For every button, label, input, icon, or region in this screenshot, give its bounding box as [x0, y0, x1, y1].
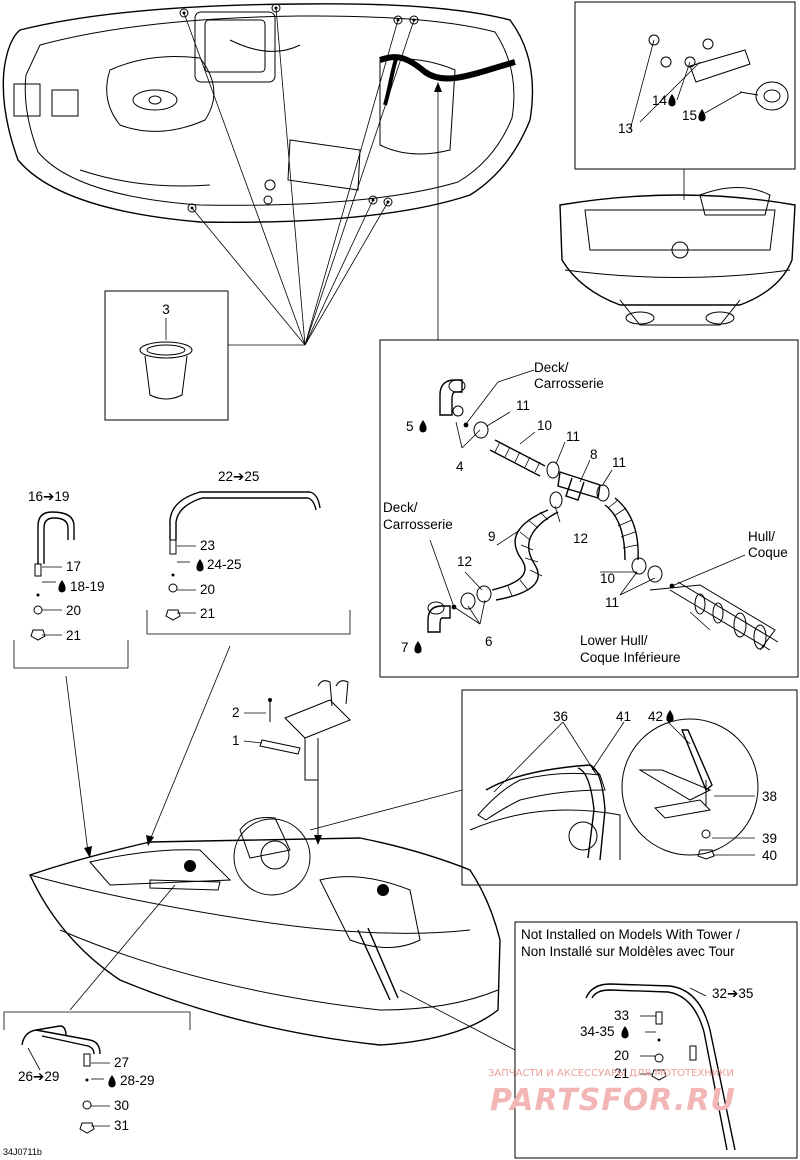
callout-16-19: 16➔19 — [28, 489, 69, 504]
callout-21-b: 21 — [200, 606, 215, 621]
callout-8: 8 — [590, 447, 598, 462]
callout-26-29: 26➔29 — [18, 1069, 59, 1084]
callout-14: 14 — [652, 93, 668, 108]
callout-38: 38 — [762, 789, 777, 804]
callout-31: 31 — [114, 1118, 129, 1133]
callout-20-b: 20 — [200, 582, 215, 597]
callout-20-a: 20 — [66, 603, 81, 618]
deck-label-1-line2: Carrosserie — [534, 376, 604, 391]
callout-10-b: 10 — [600, 571, 615, 586]
boat-side-view-illustration — [29, 645, 516, 1051]
callout-5: 5 — [406, 419, 414, 434]
callout-17: 17 — [66, 559, 81, 574]
watermark-logo: PARTSFOR.RU — [490, 1083, 736, 1118]
loctite-drop-icon-2 — [58, 580, 66, 593]
callout-1: 1 — [232, 733, 240, 748]
callout-11-c: 11 — [612, 455, 626, 470]
callout-40: 40 — [762, 848, 777, 863]
callout-21-a: 21 — [66, 628, 81, 643]
callout-34-35: 34-35 — [580, 1024, 615, 1039]
sealant-drop-icon-2 — [414, 641, 422, 654]
callout-30: 30 — [114, 1098, 129, 1113]
drain-hose-box — [379, 339, 799, 678]
cup-holder-drawing — [139, 341, 193, 400]
callout-2: 2 — [232, 705, 240, 720]
callout-22-25: 22➔25 — [218, 469, 259, 484]
callout-6: 6 — [485, 634, 493, 649]
callout-18-19: 18-19 — [70, 579, 105, 594]
hull-label-line2: Coque — [748, 545, 788, 560]
not-installed-box — [514, 921, 798, 1159]
tower-mount-drawing — [469, 718, 759, 861]
lubricant-drop-icon — [698, 109, 706, 122]
loctite-drop-icon-3 — [196, 559, 204, 572]
callout-11-d: 11 — [605, 595, 619, 610]
callout-36: 36 — [553, 709, 568, 724]
tower-mount-box — [461, 689, 798, 886]
callout-11-a: 11 — [516, 398, 530, 413]
lower-hull-label-line2: Coque Inférieure — [580, 650, 681, 665]
not-installed-line1: Not Installed on Models With Tower / — [521, 927, 740, 942]
bow-rail-26-29-drawing — [3, 1011, 191, 1134]
callout-27: 27 — [114, 1055, 129, 1070]
not-installed-line2: Non Installé sur Moldèles avec Tour — [521, 944, 735, 959]
callout-10-a: 10 — [537, 418, 552, 433]
grab-handle-16-19-drawing — [13, 511, 129, 669]
deck-label-1-line1: Deck/ — [534, 360, 569, 375]
hull-label-line1: Hull/ — [748, 529, 775, 544]
callout-32-35: 32➔35 — [712, 986, 753, 1001]
callout-41: 41 — [616, 709, 631, 724]
tow-eye-drawing — [629, 34, 789, 131]
cup-holder-box — [104, 290, 229, 421]
rail-22-25-drawing — [146, 491, 351, 635]
lower-hull-label-line1: Lower Hull/ — [580, 633, 648, 648]
watermark-tagline: ЗАПЧАСТИ И АКСЕССУАРЫ ДЛЯ МОТОТЕХНИКИ — [488, 1068, 734, 1079]
callout-42: 42 — [648, 709, 663, 724]
callout-15: 15 — [682, 108, 697, 123]
steering-mount-drawing — [243, 680, 351, 845]
deck-label-2-line2: Carrosserie — [383, 517, 453, 532]
callout-24-25: 24-25 — [207, 557, 242, 572]
loctite-drop-icon-5 — [621, 1026, 629, 1039]
callout-21-c: 21 — [614, 1066, 629, 1081]
callout-28-29: 28-29 — [120, 1073, 155, 1088]
loctite-drop-icon — [668, 94, 676, 107]
callout-11-b: 11 — [566, 429, 580, 444]
deck-top-view-illustration — [2, 3, 534, 346]
callout-4: 4 — [456, 459, 464, 474]
callout-23: 23 — [200, 538, 215, 553]
tower-rail-32-35-drawing — [585, 983, 736, 1151]
deck-label-2-line1: Deck/ — [383, 500, 418, 515]
tow-eye-box — [574, 1, 796, 170]
callout-7: 7 — [401, 640, 409, 655]
sealant-drop-icon — [419, 420, 427, 433]
callout-12-b: 12 — [457, 554, 472, 569]
callout-33: 33 — [614, 1008, 629, 1023]
callout-20-c: 20 — [614, 1048, 629, 1063]
callout-13: 13 — [618, 121, 633, 136]
boat-rear-view-illustration — [559, 187, 796, 326]
loctite-drop-icon-4 — [108, 1075, 116, 1088]
diagram-code: 34J0711b — [3, 1147, 42, 1157]
callout-3: 3 — [162, 302, 170, 317]
callout-39: 39 — [762, 831, 777, 846]
callout-12-a: 12 — [573, 531, 588, 546]
callout-9: 9 — [488, 529, 496, 544]
drain-hose-drawing — [427, 369, 779, 651]
sealant-drop-icon-3 — [666, 710, 674, 723]
